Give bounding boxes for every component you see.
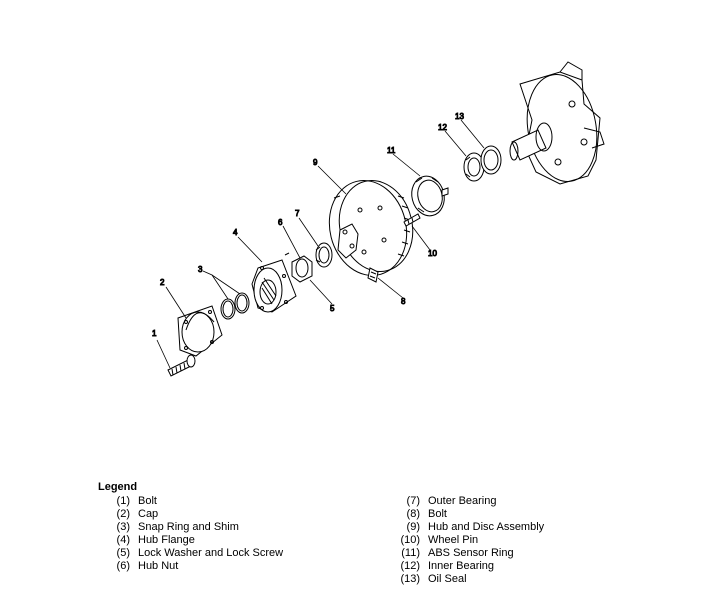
callout-6: 6 xyxy=(278,218,283,227)
bolt-part xyxy=(167,354,196,377)
legend-label: Inner Bearing xyxy=(428,560,495,572)
legend-number: (6) xyxy=(116,560,130,572)
legend-item: (5) Lock Washer and Lock Screw xyxy=(106,547,284,560)
legend-number: (5) xyxy=(116,547,130,559)
legend-label: ABS Sensor Ring xyxy=(428,547,514,559)
hub-nut-part xyxy=(284,252,313,283)
legend-item: (4) Hub Flange xyxy=(106,534,283,547)
legend-label: Wheel Pin xyxy=(428,534,479,546)
bolt-8-part xyxy=(367,267,379,283)
legend-number: (3) xyxy=(116,521,130,533)
legend-label: Hub Nut xyxy=(138,560,179,572)
callout-2: 2 xyxy=(160,278,165,287)
legend-label: Bolt xyxy=(428,508,447,520)
legend-label: Lock Washer and Lock Screw xyxy=(138,547,284,559)
oil-seal-part xyxy=(480,145,502,175)
legend-item: (3) Snap Ring and Shim xyxy=(106,521,283,534)
legend-item: (7) Outer Bearing xyxy=(396,495,544,508)
callout-7: 7 xyxy=(295,209,300,218)
legend-number: (7) xyxy=(406,495,420,507)
legend-number: (4) xyxy=(116,534,130,546)
legend-number: (9) xyxy=(406,521,420,533)
legend-label: Cap xyxy=(138,508,159,520)
callout-13: 13 xyxy=(455,112,464,121)
legend-item: (1) Bolt xyxy=(106,495,283,508)
legend-number: (2) xyxy=(116,508,130,520)
legend-label: Outer Bearing xyxy=(428,495,497,507)
legend-number: (13) xyxy=(400,573,420,585)
wheel-pin-part xyxy=(403,213,421,227)
legend-left-column: (1) Bolt (2) Cap (3) Snap Ring and Shim (4)… xyxy=(106,495,284,573)
legend-label: Hub Flange xyxy=(138,534,195,546)
cap-part xyxy=(177,305,223,357)
callout-4: 4 xyxy=(233,228,238,237)
callout-9: 9 xyxy=(313,158,318,167)
callout-5: 5 xyxy=(330,304,335,313)
legend-label: Snap Ring and Shim xyxy=(138,521,239,533)
legend-item: (10) Wheel Pin xyxy=(396,534,544,547)
callout-10: 10 xyxy=(428,249,437,258)
legend-item: (11) ABS Sensor Ring xyxy=(396,547,544,560)
legend-item: (2) Cap xyxy=(106,508,283,521)
callout-11: 11 xyxy=(387,146,396,155)
legend-label: Hub and Disc Assembly xyxy=(428,521,545,533)
legend-right-column: (7) Outer Bearing (8) Bolt (9) Hub and Disc… xyxy=(396,495,544,586)
legend-item: (9) Hub and Disc Assembly xyxy=(396,521,545,534)
exploded-hub-diagram: 1 2 3 4 5 6 7 8 9 10 11 12 13 xyxy=(152,61,605,377)
legend-number: (12) xyxy=(400,560,420,572)
hub-flange-part xyxy=(251,259,297,313)
callout-12: 12 xyxy=(438,123,447,132)
legend-label: Bolt xyxy=(138,495,157,507)
legend-title: Legend xyxy=(98,481,138,493)
callout-3: 3 xyxy=(198,265,203,274)
legend-item: (13) Oil Seal xyxy=(396,573,544,586)
legend-label: Oil Seal xyxy=(428,573,467,585)
outer-bearing-part xyxy=(315,242,333,268)
steering-knuckle xyxy=(509,61,605,185)
snap-ring-part xyxy=(220,292,250,320)
legend-number: (8) xyxy=(406,508,420,520)
leader-lines xyxy=(156,119,485,369)
callout-1: 1 xyxy=(152,329,157,338)
legend-item: (8) Bolt xyxy=(396,508,544,521)
legend-number: (1) xyxy=(116,495,130,507)
legend-item: (6) Hub Nut xyxy=(106,560,283,573)
hub-disc-part xyxy=(328,180,414,276)
legend-number: (11) xyxy=(401,547,420,559)
legend-number: (10) xyxy=(400,534,420,546)
callout-8: 8 xyxy=(401,297,406,306)
legend-item: (12) Inner Bearing xyxy=(396,560,544,573)
abs-sensor-ring-part xyxy=(411,175,449,217)
